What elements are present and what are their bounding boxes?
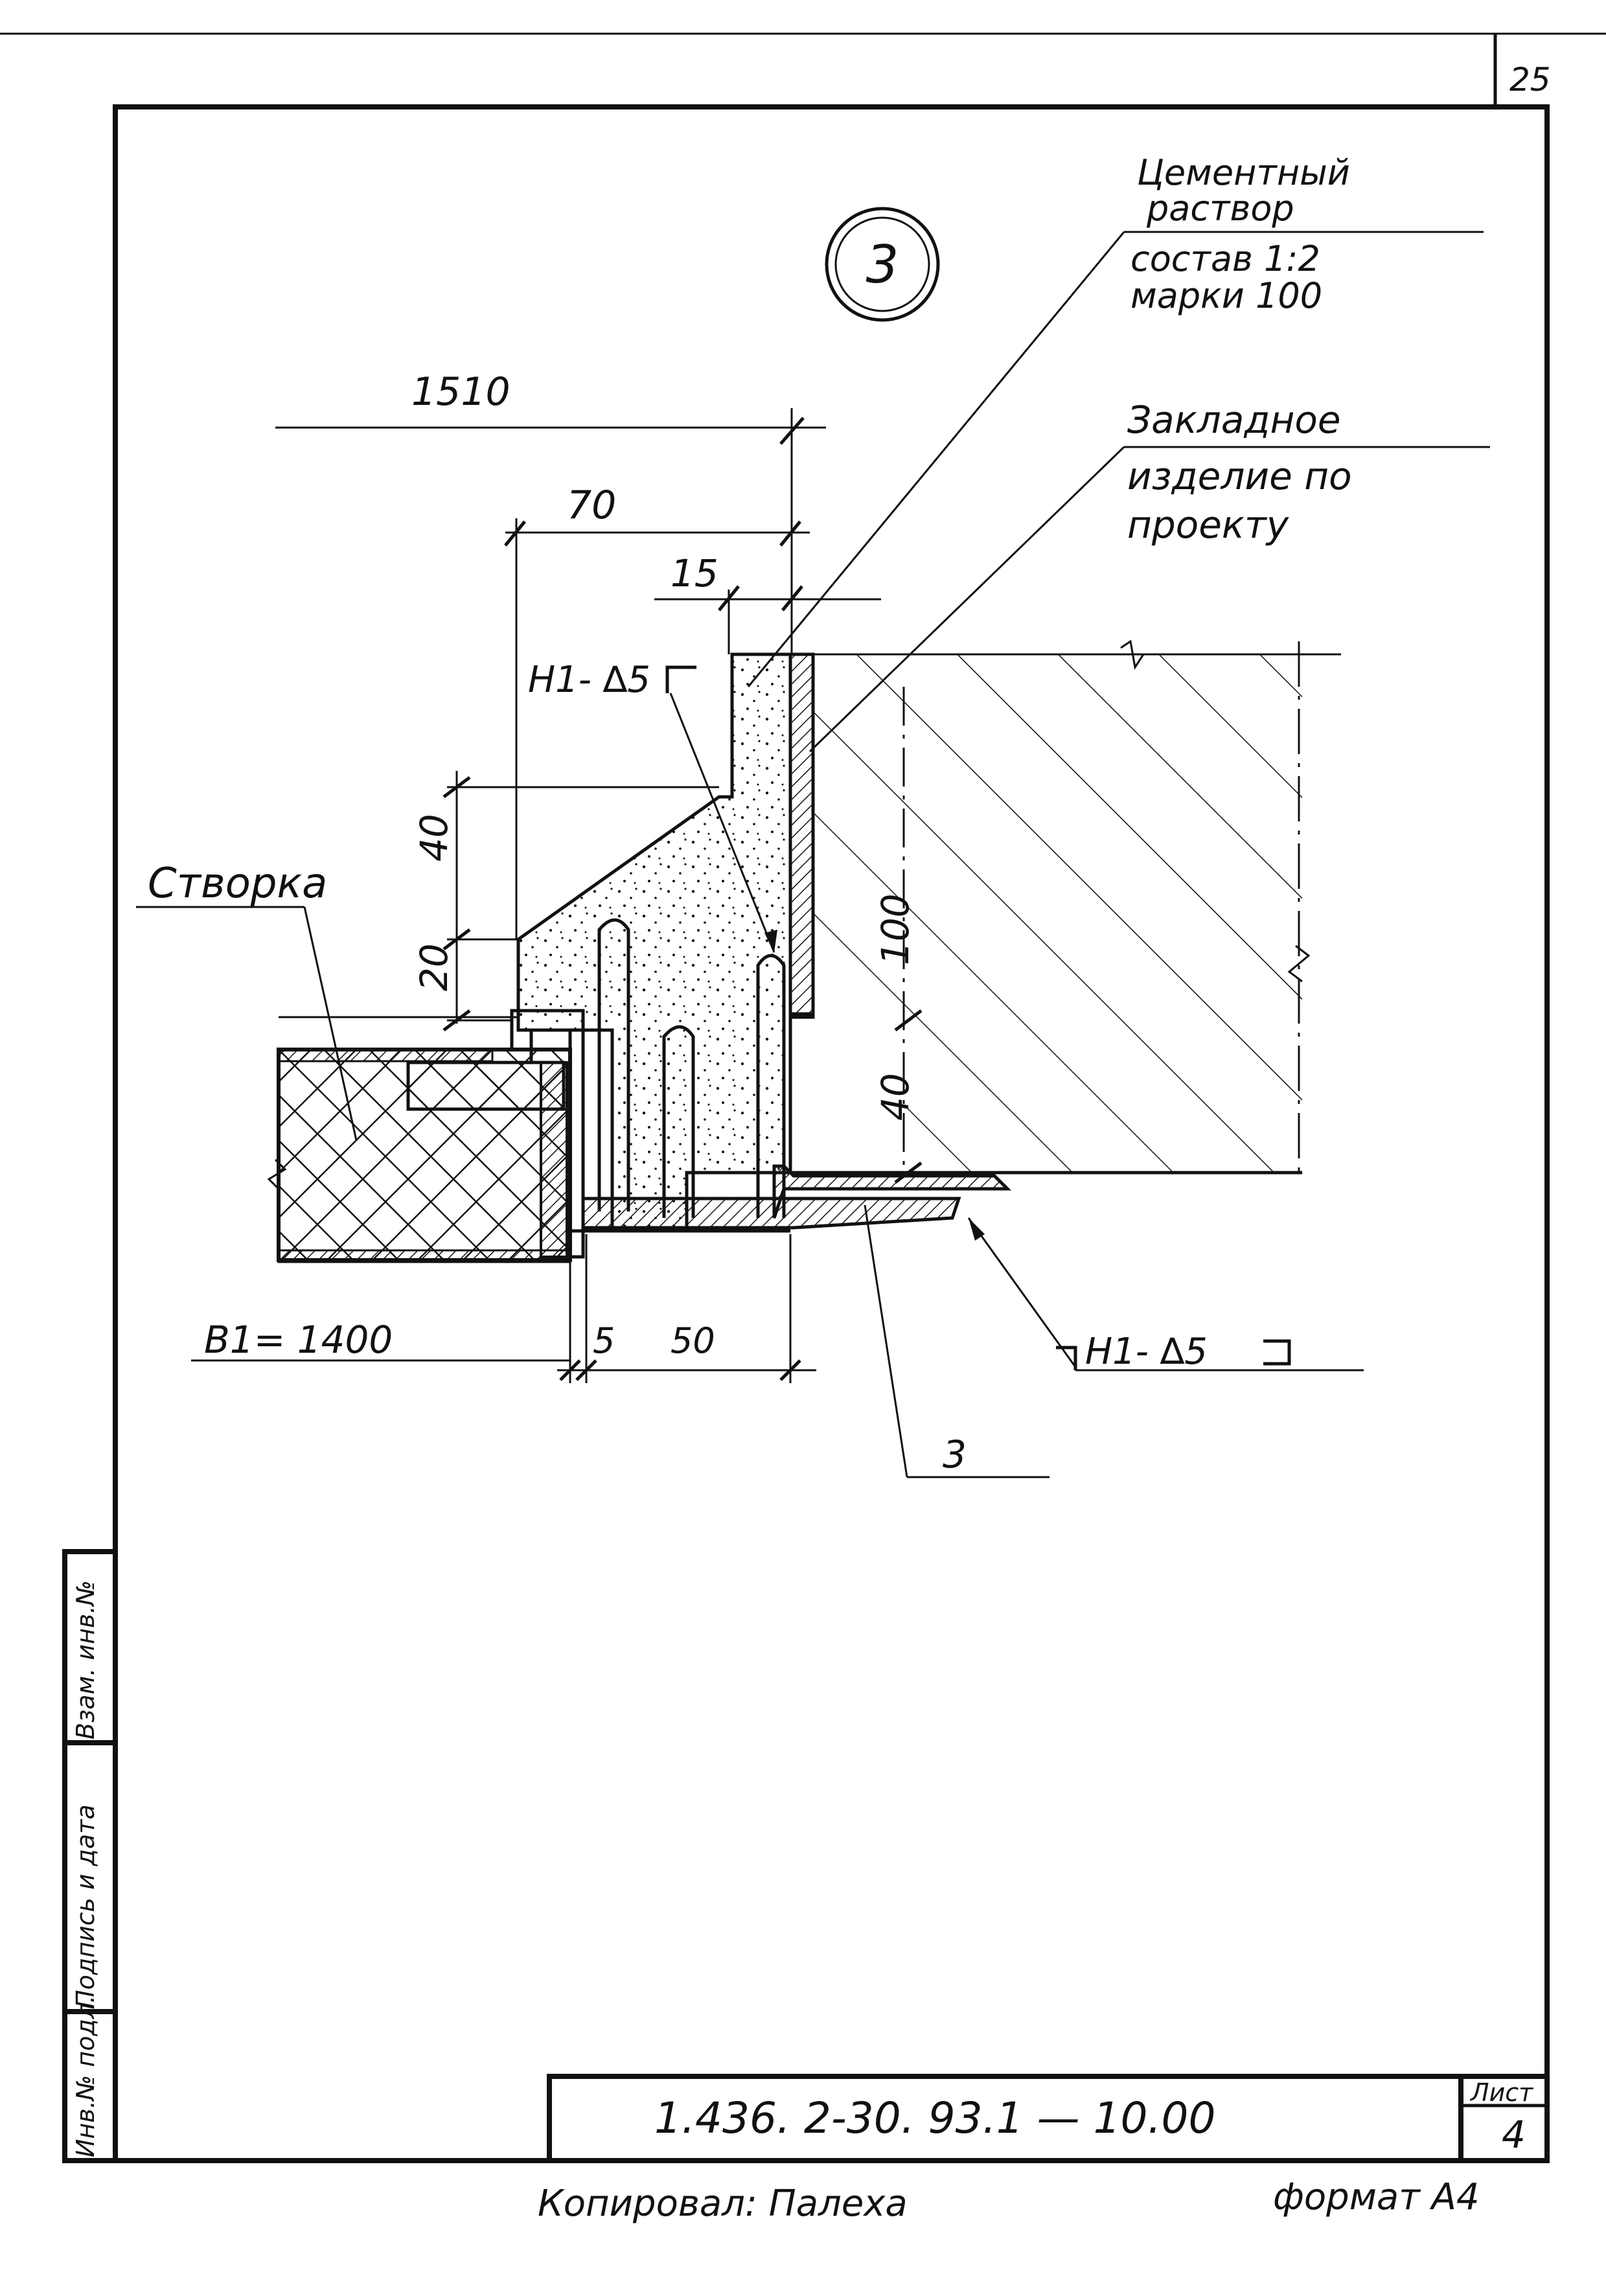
dim-50-tick-right bbox=[779, 1359, 801, 1381]
b1-label: В1= 1400 bbox=[204, 1318, 393, 1362]
dim-5-label: 5 bbox=[593, 1320, 615, 1361]
mortar-label-line4: марки 100 bbox=[1130, 275, 1322, 316]
dim-40-right-label: 40 bbox=[873, 1073, 917, 1121]
weld-bottom-arrow bbox=[969, 1218, 985, 1241]
mortar-fill bbox=[516, 652, 792, 1233]
weld-bottom-label: Н1- ∆5 bbox=[1085, 1331, 1208, 1373]
anchor-strap-right bbox=[756, 954, 786, 1218]
dim-5-tick-left bbox=[559, 1359, 581, 1381]
dim-70-label: 70 bbox=[567, 483, 616, 528]
sash-seal bbox=[406, 1061, 566, 1111]
sash-top-skin bbox=[277, 1048, 494, 1062]
dim-100-tick-mid bbox=[894, 1009, 923, 1031]
embedded-label-line2: изделие по bbox=[1127, 454, 1352, 498]
dim-70-tick-left bbox=[504, 520, 526, 547]
anchor-strap-mid bbox=[662, 1025, 695, 1218]
part-ref-leader bbox=[864, 1204, 908, 1478]
sash-hook-inner bbox=[529, 1028, 572, 1231]
side-stamp-cell2: Подпись и дата bbox=[71, 1804, 100, 2008]
embedded-label-line3: проекту bbox=[1127, 503, 1289, 547]
weld-top-flag bbox=[665, 665, 696, 693]
sash-break-mark bbox=[267, 1158, 287, 1190]
dim-40-right-tick-bottom bbox=[894, 1162, 923, 1184]
embedded-label-line1: Закладное bbox=[1127, 398, 1341, 442]
mortar-label-line3: состав 1:2 bbox=[1130, 238, 1320, 279]
mortar-label-line2: раствор bbox=[1146, 188, 1294, 229]
sash-bottom-skin bbox=[277, 1249, 571, 1263]
side-stamp-cell1: Инв.№ подл. bbox=[71, 1995, 100, 2157]
sash-hook bbox=[510, 1009, 585, 1259]
wall-notch-blank bbox=[790, 1014, 907, 1173]
sash-label: Створка bbox=[148, 860, 327, 908]
dim-40-top-label: 40 bbox=[412, 814, 456, 862]
angle-lower-plate bbox=[581, 1197, 961, 1230]
side-stamp-cell3: Взам. инв.№ bbox=[71, 1580, 100, 1739]
dim-1510-label: 1510 bbox=[411, 369, 510, 415]
side-stamp bbox=[62, 1549, 118, 2163]
format-label: формат А4 bbox=[1273, 2176, 1480, 2218]
detail-marker-outer bbox=[825, 207, 940, 322]
detail-marker-label: 3 bbox=[866, 235, 899, 295]
anchor-strap-left bbox=[597, 918, 630, 1211]
weld-top-label: Н1- ∆5 bbox=[528, 659, 650, 701]
wall-break-mark-right bbox=[1287, 945, 1311, 983]
sheet-label: Лист bbox=[1469, 2078, 1534, 2107]
dim-100-label: 100 bbox=[873, 893, 917, 965]
dim-15-tick-right bbox=[781, 585, 803, 612]
weld-bottom-leader bbox=[967, 1217, 1077, 1368]
dim-15-label: 15 bbox=[671, 551, 718, 595]
sheet-number: 4 bbox=[1502, 2113, 1526, 2157]
dim-50-label: 50 bbox=[671, 1320, 715, 1361]
angle-profile bbox=[772, 1164, 1012, 1219]
dim-5-tick-right bbox=[575, 1359, 597, 1381]
detail-marker-inner bbox=[834, 216, 930, 312]
embedded-plate bbox=[788, 652, 815, 1019]
copied-by: Копировал: Палеха bbox=[538, 2183, 908, 2225]
sash-leader bbox=[303, 906, 358, 1141]
weld-bottom-flag-right bbox=[1263, 1339, 1291, 1366]
title-block bbox=[547, 2074, 1550, 2163]
dim-20-label: 20 bbox=[412, 943, 456, 991]
weld-bottom-flag bbox=[1056, 1346, 1077, 1370]
dim-70-tick-right bbox=[779, 520, 801, 547]
mortar-leader bbox=[747, 231, 1125, 687]
document-code: 1.436. 2-30. 93.1 — 10.00 bbox=[654, 2093, 1216, 2143]
sash-edge-profile bbox=[540, 1061, 568, 1258]
mortar-label-line1: Цементный bbox=[1137, 152, 1350, 193]
wall-break-mark bbox=[1120, 639, 1145, 671]
page-number: 25 bbox=[1509, 61, 1551, 98]
part-ref-label: 3 bbox=[943, 1432, 967, 1476]
